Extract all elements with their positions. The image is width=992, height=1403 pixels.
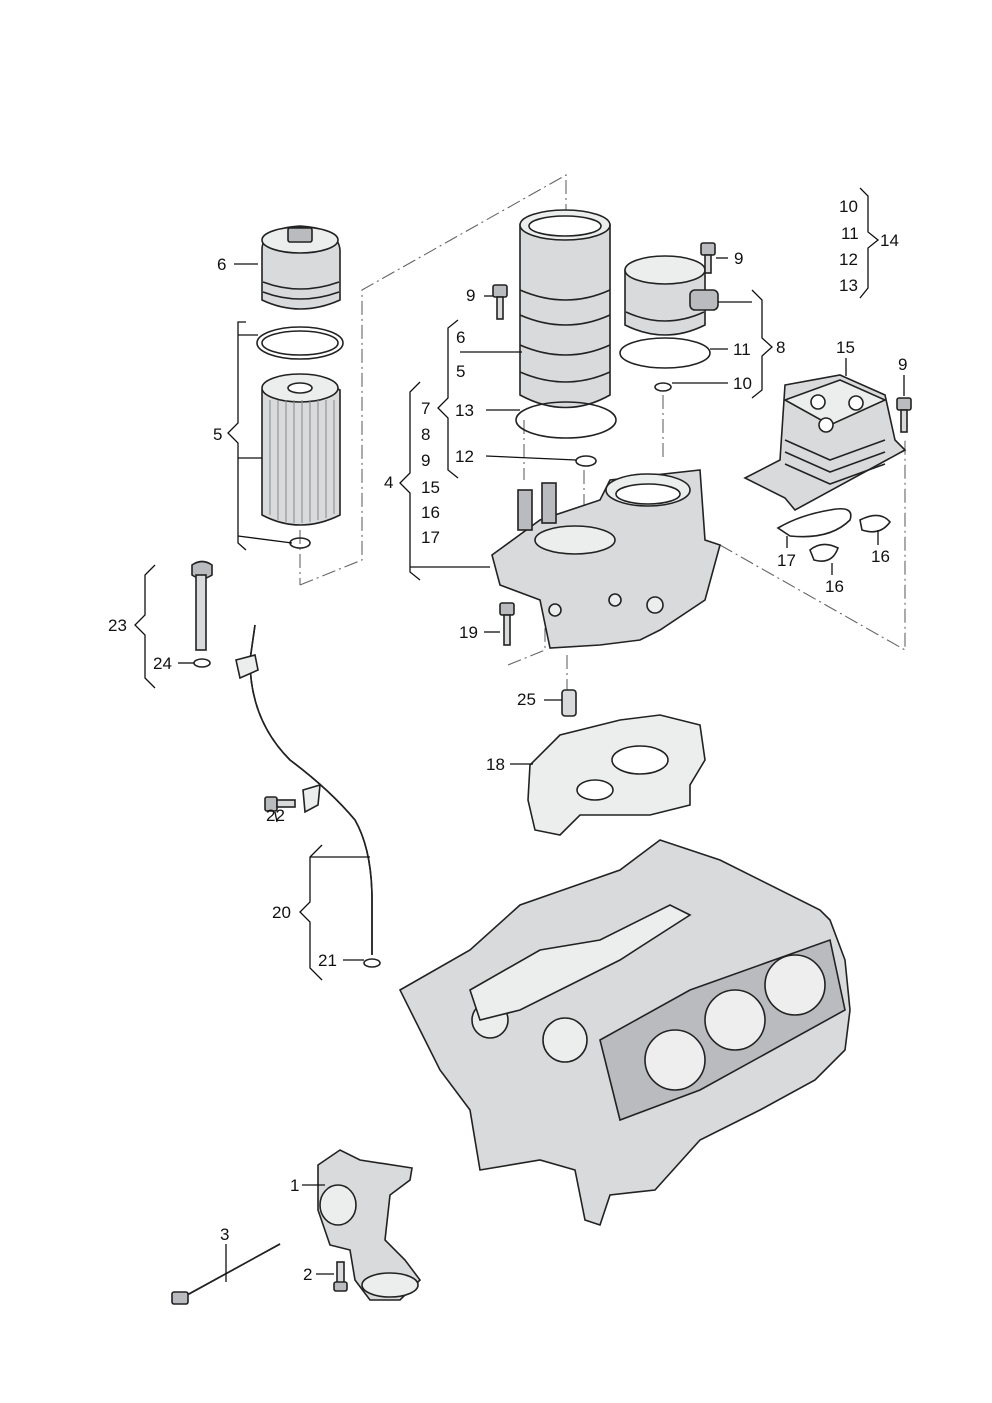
label-2: 2 <box>303 1265 312 1284</box>
filter-housing <box>519 209 611 409</box>
label-14: 14 <box>880 231 899 250</box>
label-13-housing: 13 <box>455 401 474 420</box>
label-6: 6 <box>217 255 226 274</box>
label-12-list: 12 <box>839 250 858 269</box>
label-8: 8 <box>776 338 785 357</box>
leader-lines <box>134 187 905 1282</box>
oil-cooler <box>743 374 907 512</box>
label-16-right: 16 <box>871 547 890 566</box>
filter-element <box>261 373 341 526</box>
label-10: 10 <box>733 374 752 393</box>
label-9-cooler: 9 <box>898 355 907 374</box>
label-9-bolt-right: 9 <box>734 249 743 268</box>
label-5: 5 <box>213 425 222 444</box>
filter-module-housing <box>491 469 721 649</box>
oil-pump <box>317 1149 422 1301</box>
breather-cap <box>624 255 719 336</box>
label-15-list: 15 <box>421 478 440 497</box>
label-17-list: 17 <box>421 528 440 547</box>
callout-labels: 6 5 23 24 22 20 21 4 6 5 7 8 9 15 16 17 … <box>108 197 907 1284</box>
label-24: 24 <box>153 654 172 673</box>
label-10-list: 10 <box>839 197 858 216</box>
label-18: 18 <box>486 755 505 774</box>
label-5-housing: 5 <box>456 362 465 381</box>
seal-ring <box>256 326 344 360</box>
label-8-list: 8 <box>421 425 430 444</box>
oil-filter-cap <box>261 225 341 310</box>
label-11: 11 <box>733 340 751 359</box>
label-23: 23 <box>108 616 127 635</box>
spacer-sleeve <box>561 689 577 717</box>
label-9-list: 9 <box>421 451 430 470</box>
label-20: 20 <box>272 903 291 922</box>
label-3: 3 <box>220 1225 229 1244</box>
label-16-lower: 16 <box>825 577 844 596</box>
label-21: 21 <box>318 951 337 970</box>
label-12-housing: 12 <box>455 447 474 466</box>
label-6-housing: 6 <box>456 328 465 347</box>
dipstick-guide <box>191 560 213 668</box>
label-9-bolt-left: 9 <box>466 286 475 305</box>
label-19: 19 <box>459 623 478 642</box>
label-17: 17 <box>777 551 796 570</box>
gasket <box>527 714 706 836</box>
label-16-list: 16 <box>421 503 440 522</box>
label-22: 22 <box>266 806 285 825</box>
engine-block <box>398 839 851 1227</box>
bolt-icon <box>492 242 912 646</box>
label-1: 1 <box>290 1176 299 1195</box>
label-4: 4 <box>384 473 393 492</box>
label-25: 25 <box>517 690 536 709</box>
label-15: 15 <box>836 338 855 357</box>
label-7: 7 <box>421 399 430 418</box>
label-13-list: 13 <box>839 276 858 295</box>
label-11-list: 11 <box>841 224 859 243</box>
